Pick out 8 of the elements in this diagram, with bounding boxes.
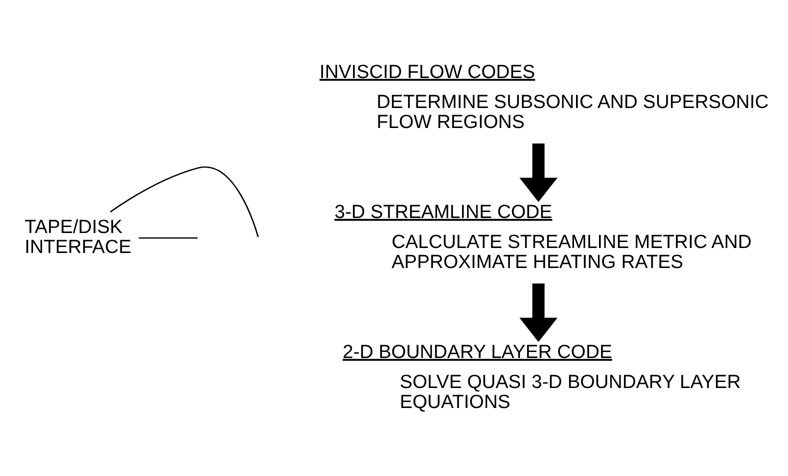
- node-text: TAPE/DISK INTERFACE: [24, 216, 132, 258]
- node-text: 2-D BOUNDARY LAYER CODE SOLVE QUASI 3-D BOUNDARY LAYER EQUATIONS: [342, 342, 741, 414]
- node-text: INVISCID FLOW CODES DETERMINE SUBSONIC AND SUPERSONIC FLOW REGIONS: [320, 62, 769, 134]
- arrow: [519, 284, 558, 342]
- connector: [138, 237, 198, 239]
- connector: [110, 166, 259, 238]
- arrow: [519, 144, 558, 202]
- node-text: 3-D STREAMLINE CODE CALCULATE STREAMLINE METRIC AND APPROXIMATE HEATING RATES: [334, 202, 752, 274]
